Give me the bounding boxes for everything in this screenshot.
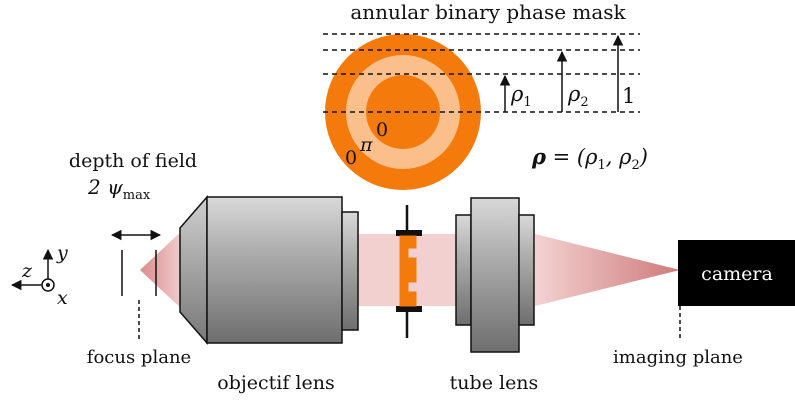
phase-ring-label: π	[359, 134, 373, 156]
phase-mask-side-view	[396, 205, 422, 338]
depth-of-field-label: depth of field	[69, 150, 197, 172]
axis-z-label: z	[21, 260, 33, 282]
beam-imaging-cone	[535, 234, 680, 306]
phase-inner-label: 0	[376, 119, 388, 141]
tube-lens-label: tube lens	[450, 372, 539, 394]
camera-label: camera	[701, 263, 773, 285]
focus-plane-label: focus plane	[87, 347, 191, 368]
radius-reference-lines	[323, 33, 640, 113]
radius-arrows	[499, 34, 624, 112]
imaging-plane-label: imaging plane	[613, 347, 743, 368]
axis-y-label: y	[56, 242, 68, 264]
param-vector-equation: ρ = (ρ1, ρ2)	[531, 144, 648, 173]
dof-value-label: 2 ψmax	[87, 175, 151, 203]
camera-box: camera	[678, 240, 795, 306]
mask-inner-zone	[366, 75, 440, 149]
tube-lens	[455, 197, 535, 353]
mask-title: annular binary phase mask	[350, 0, 626, 24]
rho-max-label: 1	[622, 84, 635, 108]
depth-of-field-marker	[110, 229, 162, 342]
objective-lens	[179, 194, 359, 346]
phase-outer-label: 0	[345, 147, 357, 169]
annular-phase-mask-front-view	[325, 34, 481, 190]
rho2-label: ρ2	[567, 82, 589, 110]
objective-lens-label: objectif lens	[217, 372, 334, 394]
axis-x-label: x	[57, 287, 68, 309]
beam-focus-cone	[140, 228, 185, 312]
coordinate-axes: y z x	[10, 242, 68, 309]
rho1-label: ρ1	[510, 82, 532, 110]
